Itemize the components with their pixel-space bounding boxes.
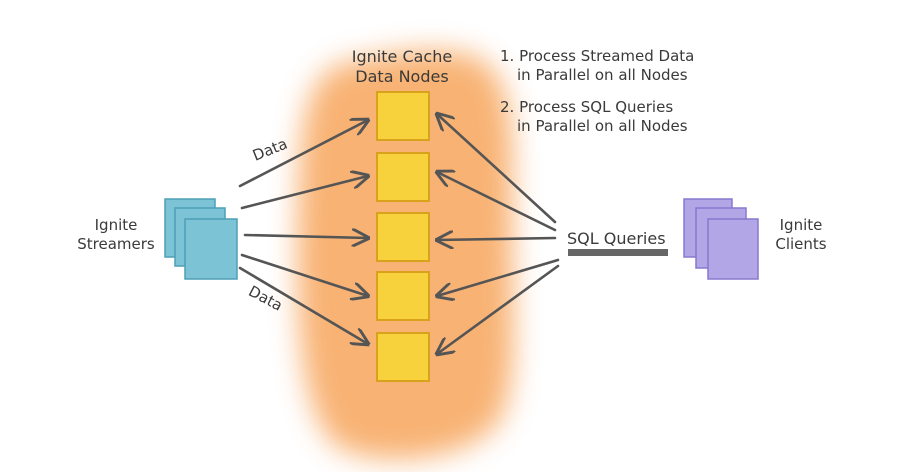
client-stack [683,198,759,280]
note-2: 2. Process SQL Queries in Parallel on al… [500,98,688,135]
streamers-label: Ignite Streamers [77,216,155,253]
data-node-2 [376,152,430,202]
note-1: 1. Process Streamed Data in Parallel on … [500,47,695,84]
data-node-1 [376,91,430,141]
clients-label: Ignite Clients [775,216,827,253]
cache-title: Ignite Cache Data Nodes [351,47,453,86]
sql-queries-label: SQL Queries [567,229,666,248]
sql-underline-bar [568,249,668,256]
data-node-4 [376,271,430,321]
sql-arrows [437,114,560,354]
data-node-3 [376,212,430,262]
streamer-arrows [238,120,368,344]
data-node-5 [376,332,430,382]
streamer-stack [164,198,238,280]
data-nodes [376,91,430,382]
